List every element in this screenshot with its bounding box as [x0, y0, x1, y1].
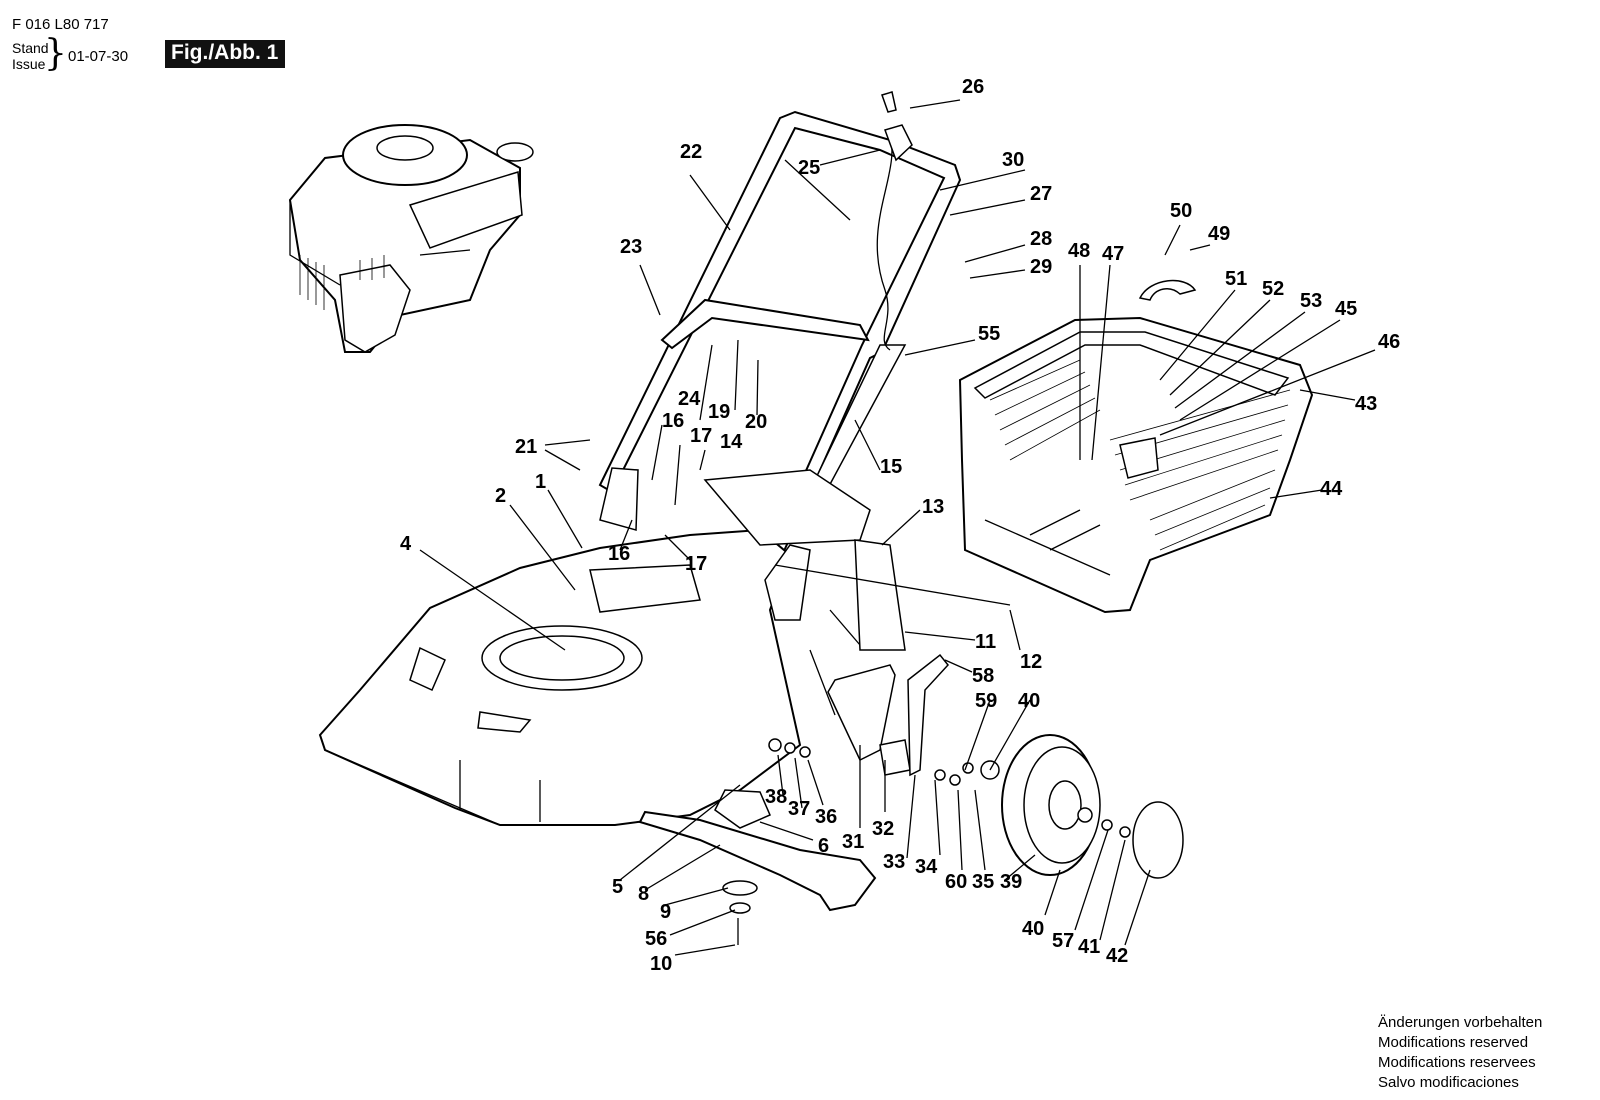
part-label: 41 — [1078, 936, 1100, 958]
part-label: 13 — [922, 496, 944, 518]
part-labels: 26 22 25 30 27 23 28 29 50 49 48 47 51 5… — [400, 76, 1400, 975]
part-label: 50 — [1170, 200, 1192, 222]
part-label: 44 — [1320, 478, 1343, 500]
stand-label: Stand — [12, 40, 49, 56]
part-label: 56 — [645, 928, 667, 950]
height-adjust-drawing — [768, 653, 949, 777]
issue-date: 01-07-30 — [68, 48, 129, 65]
note-french: Modifications reservees — [1378, 1054, 1536, 1071]
part-label: 22 — [680, 141, 702, 163]
part-label: 53 — [1300, 290, 1322, 312]
part-label: 38 — [765, 786, 787, 808]
part-label: 20 — [745, 411, 767, 433]
part-label: 28 — [1030, 228, 1052, 250]
part-label: 58 — [972, 665, 994, 687]
part-label: 36 — [815, 806, 837, 828]
part-label: 33 — [883, 851, 905, 873]
part-label: 17 — [690, 425, 712, 447]
part-label: 49 — [1208, 223, 1230, 245]
brace-glyph: } — [44, 33, 67, 74]
part-label: 1 — [535, 471, 546, 493]
part-label: 59 — [975, 690, 997, 712]
part-label: 8 — [638, 883, 649, 905]
part-label: 17 — [685, 553, 707, 575]
part-label: 4 — [400, 533, 412, 555]
stand-issue-labels: Stand Issue — [12, 40, 49, 72]
part-label: 16 — [662, 410, 684, 432]
grassbox-drawing — [958, 279, 1314, 614]
part-label: 57 — [1052, 930, 1074, 952]
leader-lines — [419, 99, 1376, 956]
part-label: 16 — [608, 543, 630, 565]
issue-label: Issue — [12, 56, 46, 72]
part-label: 30 — [1002, 149, 1024, 171]
engine-drawing — [288, 124, 534, 353]
blade-drawing — [638, 789, 877, 945]
part-label: 43 — [1355, 393, 1377, 415]
part-label: 35 — [972, 871, 994, 893]
part-label: 60 — [945, 871, 967, 893]
part-label: 46 — [1378, 331, 1400, 353]
wheel-drawing — [934, 734, 1184, 879]
part-label: 40 — [1022, 918, 1044, 940]
part-label: 42 — [1106, 945, 1128, 967]
part-label: 19 — [708, 401, 730, 423]
deck-drawing — [318, 467, 1011, 826]
part-label: 25 — [798, 157, 820, 179]
note-spanish: Salvo modificaciones — [1378, 1074, 1519, 1091]
part-label: 12 — [1020, 651, 1042, 673]
part-label: 11 — [975, 631, 996, 653]
part-label: 10 — [650, 953, 672, 975]
part-label: 5 — [612, 876, 623, 898]
part-label: 52 — [1262, 278, 1284, 300]
part-label: 21 — [515, 436, 537, 458]
modification-notes: Änderungen vorbehalten Modifications res… — [1378, 1013, 1542, 1093]
part-label: 24 — [678, 388, 701, 410]
part-label: 47 — [1102, 243, 1124, 265]
part-label: 34 — [915, 856, 938, 878]
part-label: 23 — [620, 236, 642, 258]
figure-label: Fig./Abb. 1 — [165, 40, 286, 68]
note-german: Änderungen vorbehalten — [1378, 1014, 1543, 1031]
document-number: F 016 L80 717 — [12, 16, 109, 33]
part-label: 55 — [978, 323, 1000, 345]
part-label: 27 — [1030, 183, 1052, 205]
part-label: 14 — [720, 431, 743, 453]
part-label: 29 — [1030, 256, 1052, 278]
part-label: 31 — [842, 831, 864, 853]
part-label: 39 — [1000, 871, 1022, 893]
part-label: 26 — [962, 76, 984, 98]
part-label: 45 — [1335, 298, 1357, 320]
note-english: Modifications reserved — [1378, 1034, 1529, 1051]
part-label: 48 — [1068, 240, 1090, 262]
part-label: 51 — [1225, 268, 1247, 290]
part-label: 6 — [818, 835, 829, 857]
part-label: 2 — [495, 485, 506, 507]
part-label: 15 — [880, 456, 902, 478]
part-label: 32 — [872, 818, 894, 840]
part-label: 37 — [788, 798, 810, 820]
part-label: 40 — [1018, 690, 1040, 712]
part-label: 9 — [660, 901, 671, 923]
